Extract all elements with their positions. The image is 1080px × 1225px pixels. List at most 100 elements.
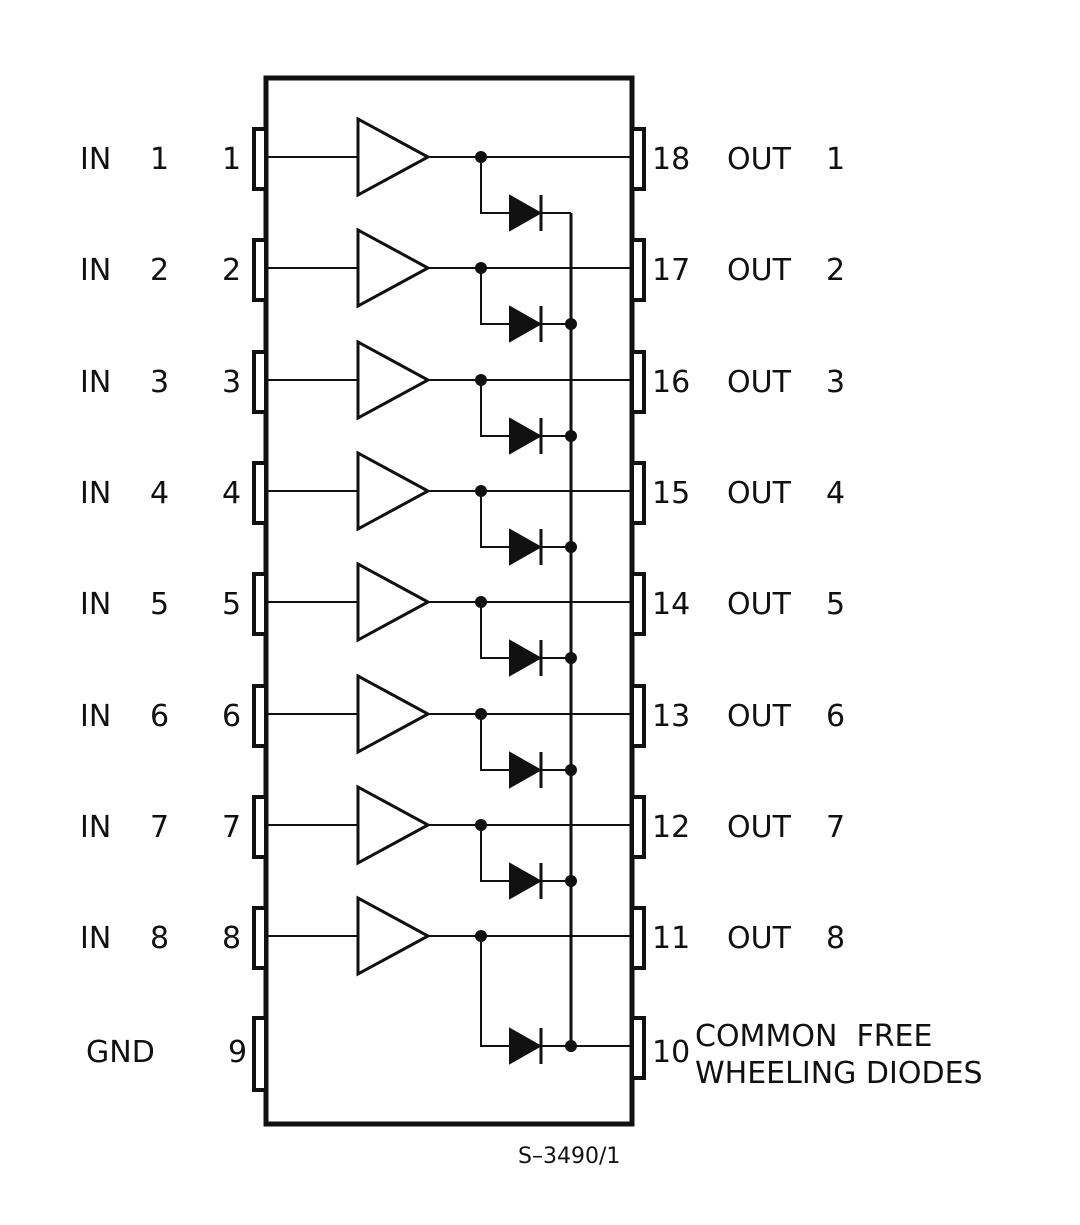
output-pin-number: 15 bbox=[652, 476, 690, 511]
output-label-name: OUT bbox=[727, 253, 792, 288]
input-label-name: IN bbox=[80, 587, 111, 622]
channel-1: IN 1 1 18 OUT 1 bbox=[80, 116, 845, 232]
pin-14-tab bbox=[630, 572, 646, 636]
diode-branch-wire bbox=[480, 268, 510, 325]
buffer-icon bbox=[356, 227, 432, 309]
diode-branch-wire bbox=[480, 157, 510, 214]
diode-icon bbox=[509, 751, 543, 789]
input-label-index: 1 bbox=[150, 142, 169, 177]
channel-3: IN 3 3 16 OUT 3 bbox=[80, 339, 845, 455]
input-label-index: 6 bbox=[150, 699, 169, 734]
output-label-index: 1 bbox=[826, 142, 845, 177]
input-label-name: IN bbox=[80, 365, 111, 400]
pin-12-tab bbox=[630, 795, 646, 859]
output-pin-number: 18 bbox=[652, 142, 690, 177]
common-row: 10 COMMON FREE WHEELING DIODES bbox=[630, 1016, 983, 1091]
input-pin-number: 5 bbox=[222, 587, 241, 622]
input-label-name: IN bbox=[80, 810, 111, 845]
diode-icon bbox=[509, 1027, 543, 1065]
pin-17-tab bbox=[630, 238, 646, 302]
common-label-line1: COMMON FREE bbox=[695, 1019, 932, 1054]
common-label-line2: WHEELING DIODES bbox=[695, 1056, 983, 1091]
diode-icon bbox=[509, 417, 543, 455]
output-label-index: 6 bbox=[826, 699, 845, 734]
pin-18-tab bbox=[630, 127, 646, 191]
gnd-label: GND bbox=[86, 1035, 155, 1070]
output-label-name: OUT bbox=[727, 365, 792, 400]
pin-3-tab bbox=[252, 350, 268, 414]
output-pin-number: 12 bbox=[652, 810, 690, 845]
input-label-name: IN bbox=[80, 921, 111, 956]
input-pin-number: 7 bbox=[222, 810, 241, 845]
output-label-index: 4 bbox=[826, 476, 845, 511]
output-label-name: OUT bbox=[727, 142, 792, 177]
diode-branch-wire bbox=[480, 602, 510, 659]
buffer-icon bbox=[356, 561, 432, 643]
diode-branch-wire bbox=[480, 380, 510, 437]
pin-8-tab bbox=[252, 906, 268, 970]
output-label-index: 8 bbox=[826, 921, 845, 956]
input-label-index: 4 bbox=[150, 476, 169, 511]
input-label-name: IN bbox=[80, 699, 111, 734]
output-label-index: 3 bbox=[826, 365, 845, 400]
pin-15-tab bbox=[630, 461, 646, 525]
input-label-index: 3 bbox=[150, 365, 169, 400]
pin-2-tab bbox=[252, 238, 268, 302]
output-pin-number: 14 bbox=[652, 587, 690, 622]
pin-6-tab bbox=[252, 684, 268, 748]
pin-9-number: 9 bbox=[228, 1035, 247, 1070]
pin-5-tab bbox=[252, 572, 268, 636]
pin-9-tab bbox=[252, 1016, 268, 1092]
diode-branch-wire bbox=[480, 491, 510, 548]
input-pin-number: 3 bbox=[222, 365, 241, 400]
pin-7-tab bbox=[252, 795, 268, 859]
diode-icon bbox=[509, 305, 543, 343]
input-label-index: 8 bbox=[150, 921, 169, 956]
output-label-name: OUT bbox=[727, 921, 792, 956]
pin-13-tab bbox=[630, 684, 646, 748]
buffer-icon bbox=[356, 116, 432, 198]
pin-16-tab bbox=[630, 350, 646, 414]
input-pin-number: 6 bbox=[222, 699, 241, 734]
output-pin-number: 16 bbox=[652, 365, 690, 400]
diode-branch-wire bbox=[480, 714, 510, 771]
input-pin-number: 2 bbox=[222, 253, 241, 288]
channel-8: IN 8 8 11 OUT 8 bbox=[80, 895, 845, 1065]
diode-icon bbox=[509, 194, 543, 232]
diode-branch-wire bbox=[480, 825, 510, 882]
buffer-icon bbox=[356, 784, 432, 866]
diode-icon bbox=[509, 862, 543, 900]
output-label-index: 5 bbox=[826, 587, 845, 622]
input-label-index: 5 bbox=[150, 587, 169, 622]
input-pin-number: 4 bbox=[222, 476, 241, 511]
output-label-name: OUT bbox=[727, 587, 792, 622]
input-label-name: IN bbox=[80, 253, 111, 288]
input-pin-number: 8 bbox=[222, 921, 241, 956]
input-label-name: IN bbox=[80, 142, 111, 177]
output-pin-number: 17 bbox=[652, 253, 690, 288]
pin-11-tab bbox=[630, 906, 646, 970]
input-pin-number: 1 bbox=[222, 142, 241, 177]
input-label-index: 7 bbox=[150, 810, 169, 845]
output-label-name: OUT bbox=[727, 699, 792, 734]
output-pin-number: 11 bbox=[652, 921, 690, 956]
input-label-name: IN bbox=[80, 476, 111, 511]
gnd-row: GND 9 bbox=[86, 1016, 268, 1092]
pin-10-number: 10 bbox=[652, 1035, 690, 1070]
pin-4-tab bbox=[252, 461, 268, 525]
output-label-name: OUT bbox=[727, 810, 792, 845]
buffer-icon bbox=[356, 339, 432, 421]
diode-icon bbox=[509, 528, 543, 566]
reference-code: S–3490/1 bbox=[518, 1144, 620, 1169]
buffer-icon bbox=[356, 450, 432, 532]
input-label-index: 2 bbox=[150, 253, 169, 288]
diode-icon bbox=[509, 639, 543, 677]
common-diode-bus bbox=[569, 213, 632, 1047]
pin-10-tab bbox=[630, 1016, 646, 1080]
